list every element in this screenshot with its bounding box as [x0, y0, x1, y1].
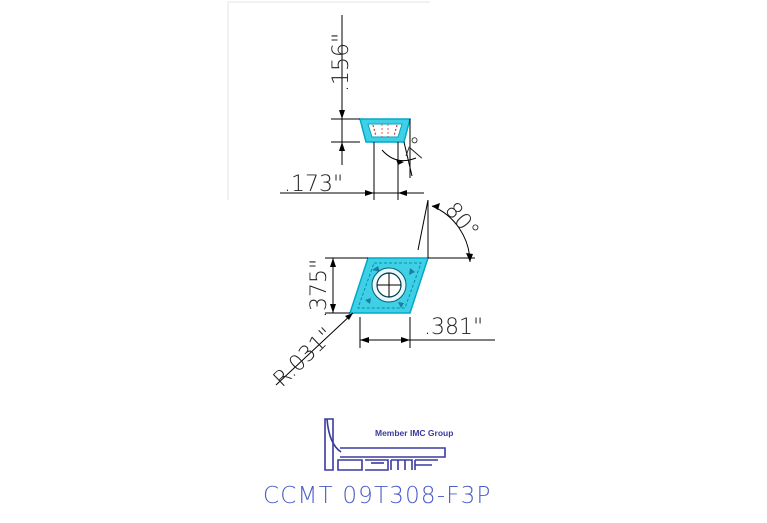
insert-top-view	[348, 257, 430, 314]
corner-angle-label: 80°	[439, 198, 483, 244]
brand-logo	[324, 418, 446, 471]
thickness-dimension	[331, 15, 360, 165]
corner-angle-dimension	[417, 199, 475, 263]
corner-radius-label: R.031"	[269, 323, 339, 392]
height-dimension	[325, 257, 368, 314]
width-dimension	[280, 142, 424, 200]
insert-side-view	[359, 118, 411, 143]
length-label: .381"	[424, 315, 483, 340]
sheet-border	[227, 1, 430, 200]
thickness-label: .156"	[329, 33, 354, 92]
width-label: .173"	[284, 172, 343, 197]
logo-tagline: Member IMC Group	[375, 428, 453, 438]
height-label: .375"	[307, 259, 332, 318]
length-dimension	[359, 317, 495, 348]
corner-radius-leader	[275, 312, 354, 386]
part-number: CCMT 09T308-F3P	[263, 483, 492, 509]
